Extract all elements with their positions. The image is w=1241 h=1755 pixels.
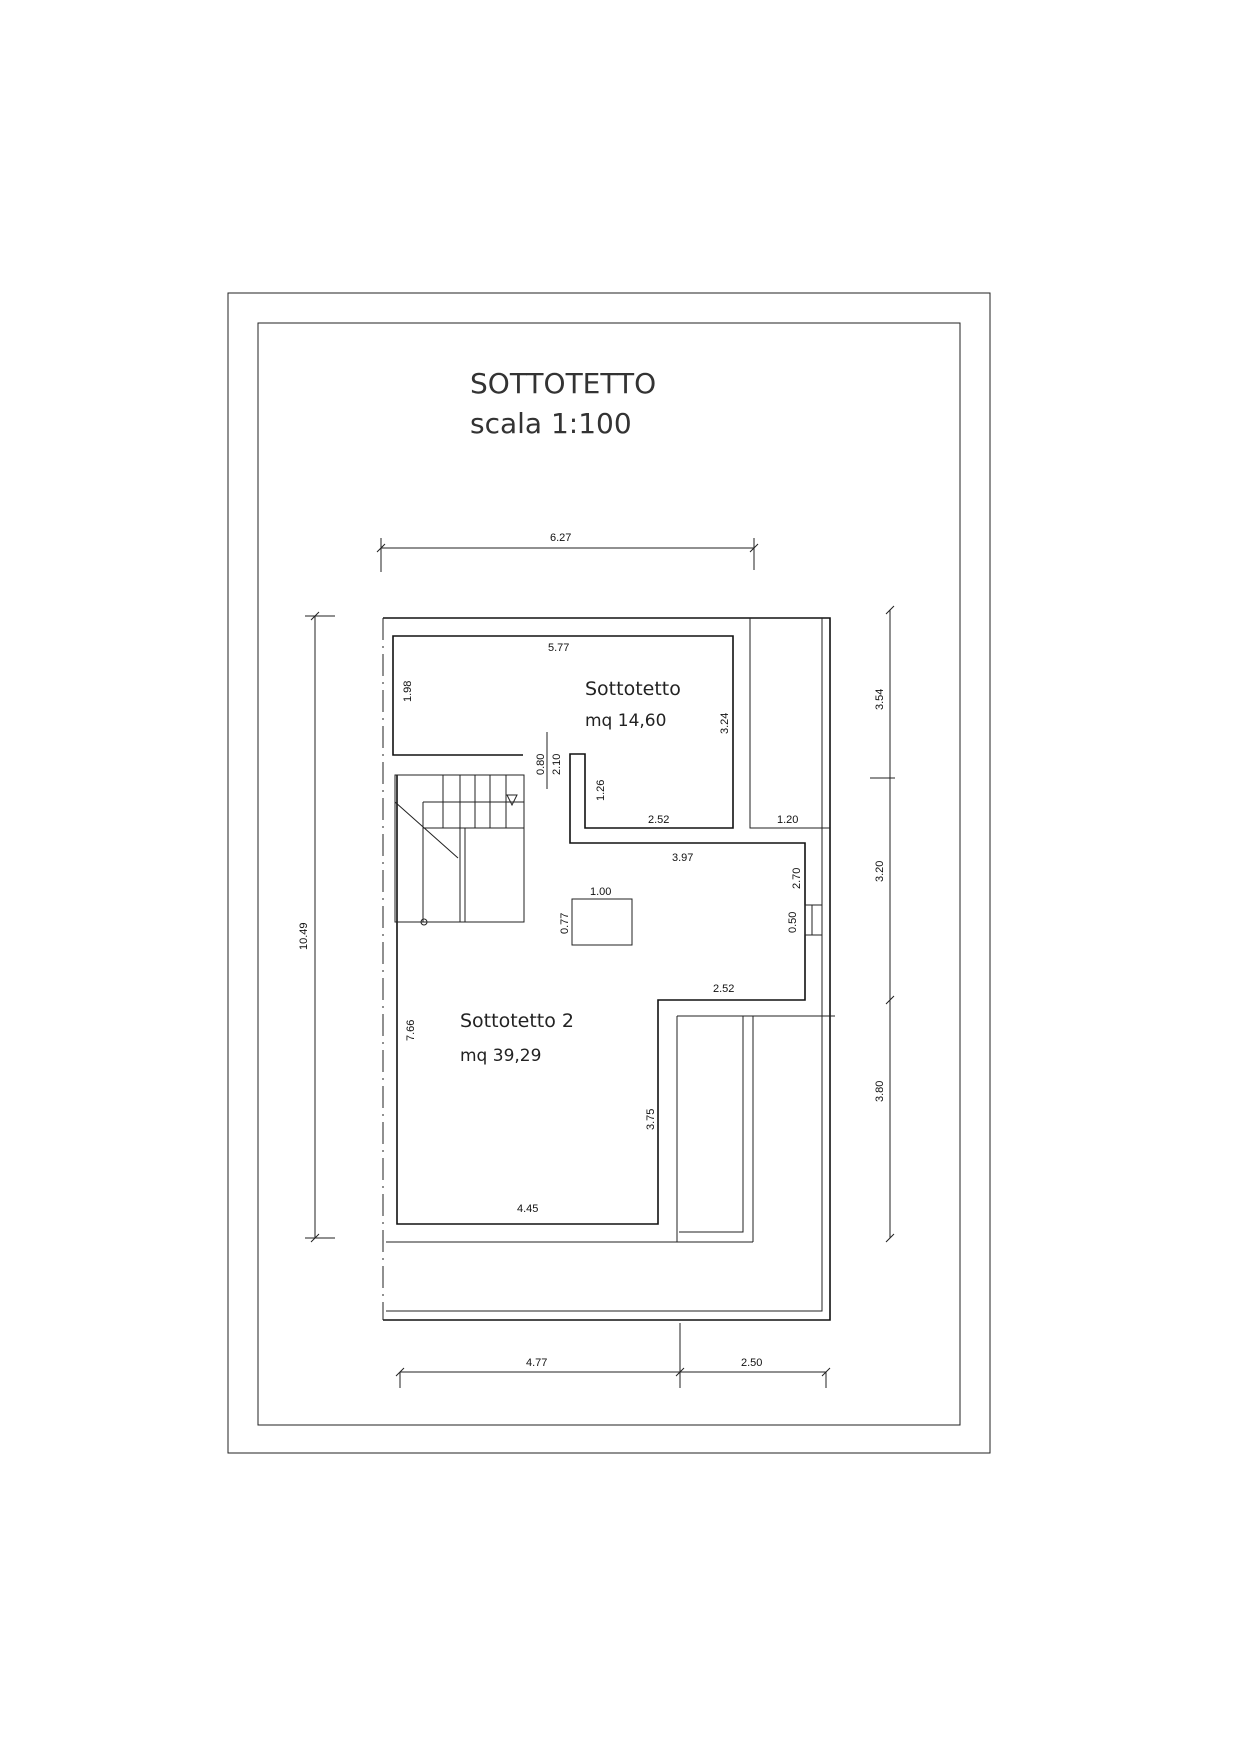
dim-top-overall: 6.27 bbox=[550, 532, 571, 544]
room-area-sottotetto: mq 14,60 bbox=[585, 711, 666, 731]
staircase bbox=[394, 774, 525, 926]
dim-table-h: 0.77 bbox=[559, 913, 571, 934]
dim-right-1: 3.54 bbox=[874, 689, 886, 710]
dim-bottom-1: 4.77 bbox=[526, 1357, 547, 1369]
dim-right-3: 3.80 bbox=[874, 1081, 886, 1102]
table bbox=[571, 898, 633, 946]
dim-r2-left: 7.66 bbox=[405, 1020, 417, 1041]
dim-r2-right-upper: 2.70 bbox=[791, 868, 803, 889]
dim-left-overall: 10.49 bbox=[298, 922, 310, 950]
dim-right-2: 3.20 bbox=[874, 861, 886, 882]
inner-frame bbox=[257, 322, 961, 1426]
dim-door-width: 0.80 bbox=[535, 754, 547, 775]
dim-bottom-2: 2.50 bbox=[741, 1357, 762, 1369]
outer-frame bbox=[227, 292, 991, 1454]
dim-window: 0.50 bbox=[787, 912, 799, 933]
dim-r1-inner: 1.26 bbox=[595, 780, 607, 801]
dim-r1-bottom: 2.52 bbox=[648, 814, 669, 826]
drawing-title: SOTTOTETTO bbox=[470, 367, 656, 400]
dim-col-width: 1.20 bbox=[777, 814, 798, 826]
drawing-scale: scala 1:100 bbox=[470, 407, 632, 440]
dim-r2-top: 3.97 bbox=[672, 852, 693, 864]
dim-table-w: 1.00 bbox=[590, 886, 611, 898]
dim-r1-top: 5.77 bbox=[548, 642, 569, 654]
room-area-sottotetto-2: mq 39,29 bbox=[460, 1046, 541, 1066]
dim-r2-step: 2.52 bbox=[713, 983, 734, 995]
room-name-sottotetto-2: Sottotetto 2 bbox=[460, 1010, 574, 1032]
dim-r1-right: 3.24 bbox=[719, 713, 731, 734]
dim-r1-left: 1.98 bbox=[402, 681, 414, 702]
building-walls bbox=[382, 617, 835, 1321]
dim-r2-inner: 3.75 bbox=[645, 1109, 657, 1130]
dim-door-height: 2.10 bbox=[551, 754, 563, 775]
dim-r2-bottom: 4.45 bbox=[517, 1203, 538, 1215]
room-name-sottotetto: Sottotetto bbox=[585, 678, 681, 700]
dimension-lines bbox=[305, 538, 895, 1388]
